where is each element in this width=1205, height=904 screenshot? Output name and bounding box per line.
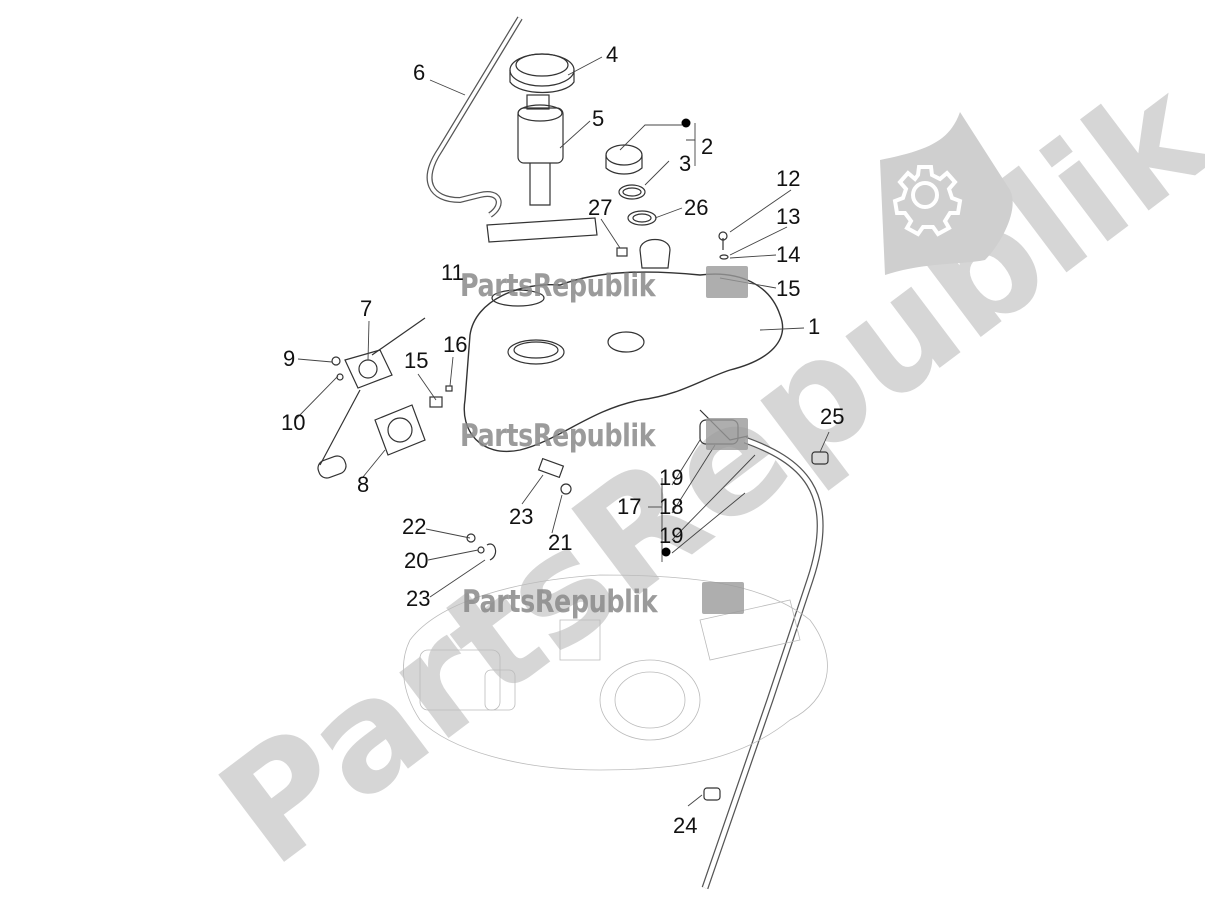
callout-24[interactable]: 24 (673, 813, 698, 838)
callout-23[interactable]: 23 (509, 504, 534, 529)
callout-21[interactable]: 21 (548, 530, 573, 555)
callout-13[interactable]: 13 (776, 204, 801, 229)
callout-22[interactable]: 22 (402, 514, 427, 539)
fuel-pump (517, 107, 564, 164)
tank-cap (605, 144, 643, 166)
callout-8[interactable]: 8 (357, 472, 370, 497)
callout-6[interactable]: 6 (413, 60, 426, 85)
fuel-hose (426, 16, 523, 218)
callout-27[interactable]: 27 (588, 195, 613, 220)
gear-icon (706, 418, 748, 450)
callout-18[interactable]: 18 (659, 494, 684, 519)
callout-1[interactable]: 1 (808, 314, 821, 339)
callout-7[interactable]: 7 (360, 296, 373, 321)
callout-23[interactable]: 23 (406, 586, 431, 611)
callout-9[interactable]: 9 (283, 346, 296, 371)
callout-11[interactable]: 11 (441, 260, 464, 285)
gear-icon (702, 582, 744, 614)
callout-19[interactable]: 19 (659, 465, 684, 490)
callout-15[interactable]: 15 (776, 276, 801, 301)
watermark-small-3: PartsRepublik (462, 584, 658, 620)
breather-hose (701, 436, 824, 890)
watermark-small-2: PartsRepublik (460, 418, 656, 454)
callout-2[interactable]: 2 (701, 134, 714, 159)
callout-25[interactable]: 25 (820, 404, 845, 429)
callout-26[interactable]: 26 (684, 195, 709, 220)
callout-16[interactable]: 16 (443, 332, 468, 357)
callout-15[interactable]: 15 (404, 348, 429, 373)
callout-10[interactable]: 10 (281, 410, 306, 435)
gear-icon (706, 266, 748, 298)
callout-3[interactable]: 3 (679, 151, 692, 176)
callout-19[interactable]: 19 (659, 523, 684, 548)
fuel-tank (463, 271, 784, 453)
gear-icon (892, 165, 963, 237)
watermark-small-1: PartsRepublik (460, 268, 656, 304)
callout-20[interactable]: 20 (404, 548, 429, 573)
callout-4[interactable]: 4 (606, 42, 619, 67)
callout-12[interactable]: 12 (776, 166, 801, 191)
callout-14[interactable]: 14 (776, 242, 801, 267)
callout-5[interactable]: 5 (592, 106, 605, 131)
callout-17[interactable]: 17 (617, 494, 642, 519)
